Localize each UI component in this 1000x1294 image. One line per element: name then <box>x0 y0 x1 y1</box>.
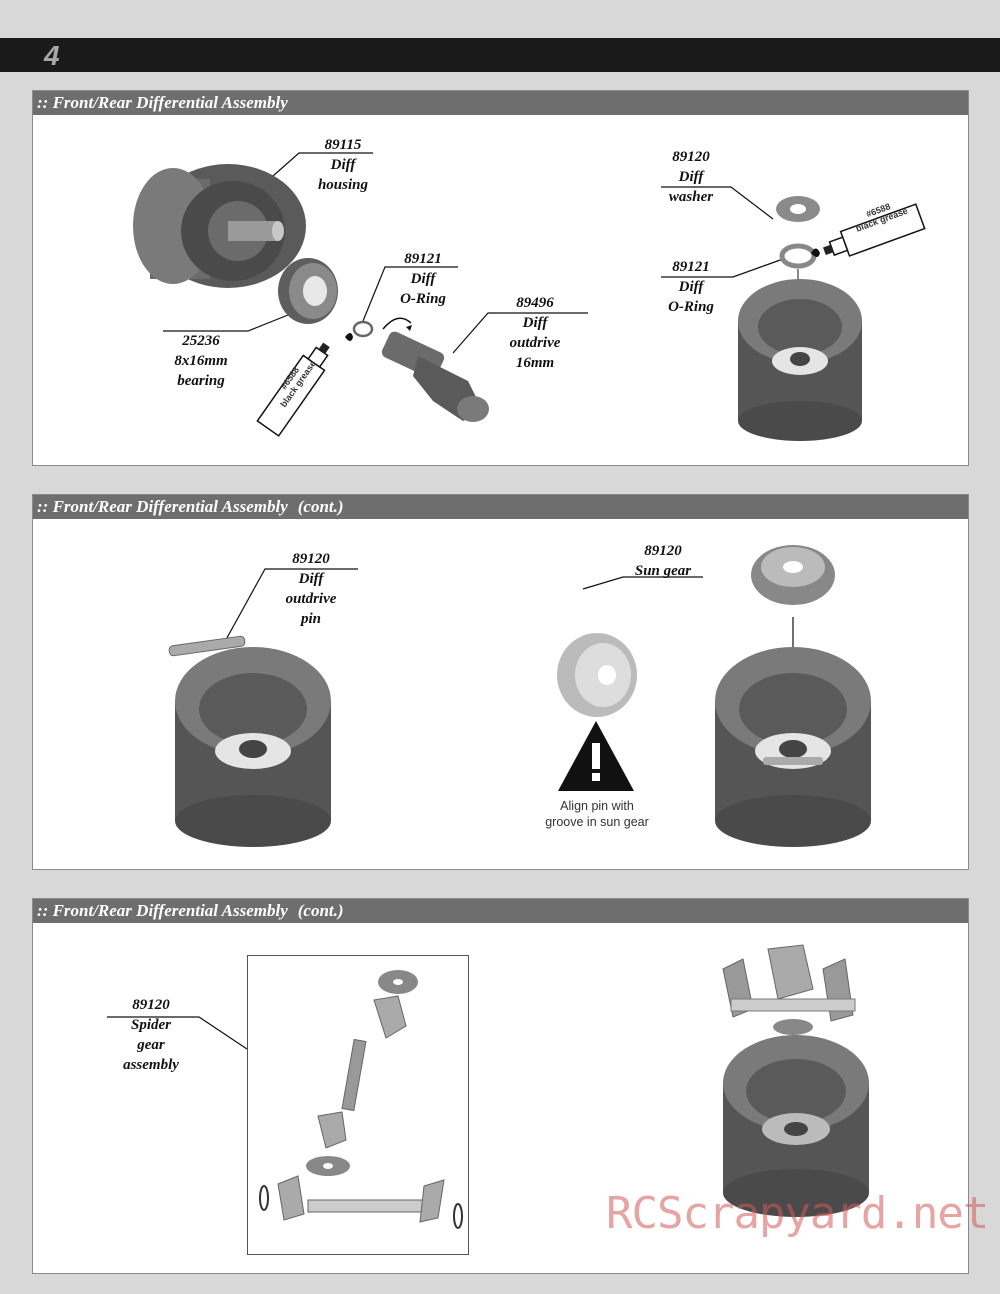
spider-gear-exploded-inset <box>247 955 469 1255</box>
label-diff-housing: 89115 Diff housing <box>317 137 369 193</box>
sun-gear-small <box>557 633 637 717</box>
diff-assembly-step2-illustration <box>168 545 871 847</box>
section-diff-assembly-2: :: Front/Rear Differential Assembly(cont… <box>32 494 969 870</box>
grease-tube <box>256 342 330 437</box>
diff-case-right <box>715 647 871 847</box>
outdrive-pin-part <box>168 635 246 657</box>
section-title: :: Front/Rear Differential Assembly(cont… <box>33 899 968 923</box>
label-sun-gear: 89120 Sun gear <box>634 543 692 579</box>
grease-tube-2 <box>823 203 926 257</box>
diff-assembly-step1-illustration <box>133 152 926 441</box>
label-diff-washer: 89120 Diff washer <box>668 149 714 205</box>
oring-part <box>352 320 374 338</box>
label-outdrive: 89496 Diff outdrive 16mm <box>509 295 561 371</box>
diff-housing-part <box>133 164 306 288</box>
label-outdrive-pin: 89120 Diff outdrive pin <box>285 551 337 627</box>
page-header-bar: 4 <box>0 38 1000 72</box>
section-diff-assembly-1: :: Front/Rear Differential Assembly <box>32 90 969 466</box>
oring-part-2 <box>779 243 817 269</box>
sun-gear-bevel <box>751 545 835 605</box>
spider-gear-exploded-illustration <box>259 970 463 1229</box>
spider-gear-cluster <box>722 944 856 1035</box>
bearing-part <box>278 258 338 324</box>
section-title: :: Front/Rear Differential Assembly(cont… <box>33 495 968 519</box>
label-spider-gear: 89120 Spider gear assembly <box>123 997 179 1073</box>
label-oring-2: 89121 Diff O-Ring <box>668 259 714 315</box>
warning-triangle-icon <box>558 721 634 791</box>
diff-case-with-sun-gear <box>723 1035 869 1217</box>
diff-assembly-step3-illustration <box>107 944 869 1217</box>
diff-case-left <box>175 647 331 847</box>
diff-case-part <box>738 279 862 441</box>
grease-drop-icon <box>345 333 353 341</box>
warning-note: Align pin with groove in sun gear <box>545 799 649 829</box>
section-diff-assembly-3: :: Front/Rear Differential Assembly(cont… <box>32 898 969 1274</box>
section-title: :: Front/Rear Differential Assembly <box>33 91 968 115</box>
label-oring: 89121 Diff O-Ring <box>400 251 446 307</box>
page-number: 4 <box>44 40 60 71</box>
watermark-text: RCScrapyard.net <box>606 1188 989 1239</box>
label-bearing: 25236 8x16mm bearing <box>174 333 228 389</box>
outdrive-part <box>381 317 489 422</box>
